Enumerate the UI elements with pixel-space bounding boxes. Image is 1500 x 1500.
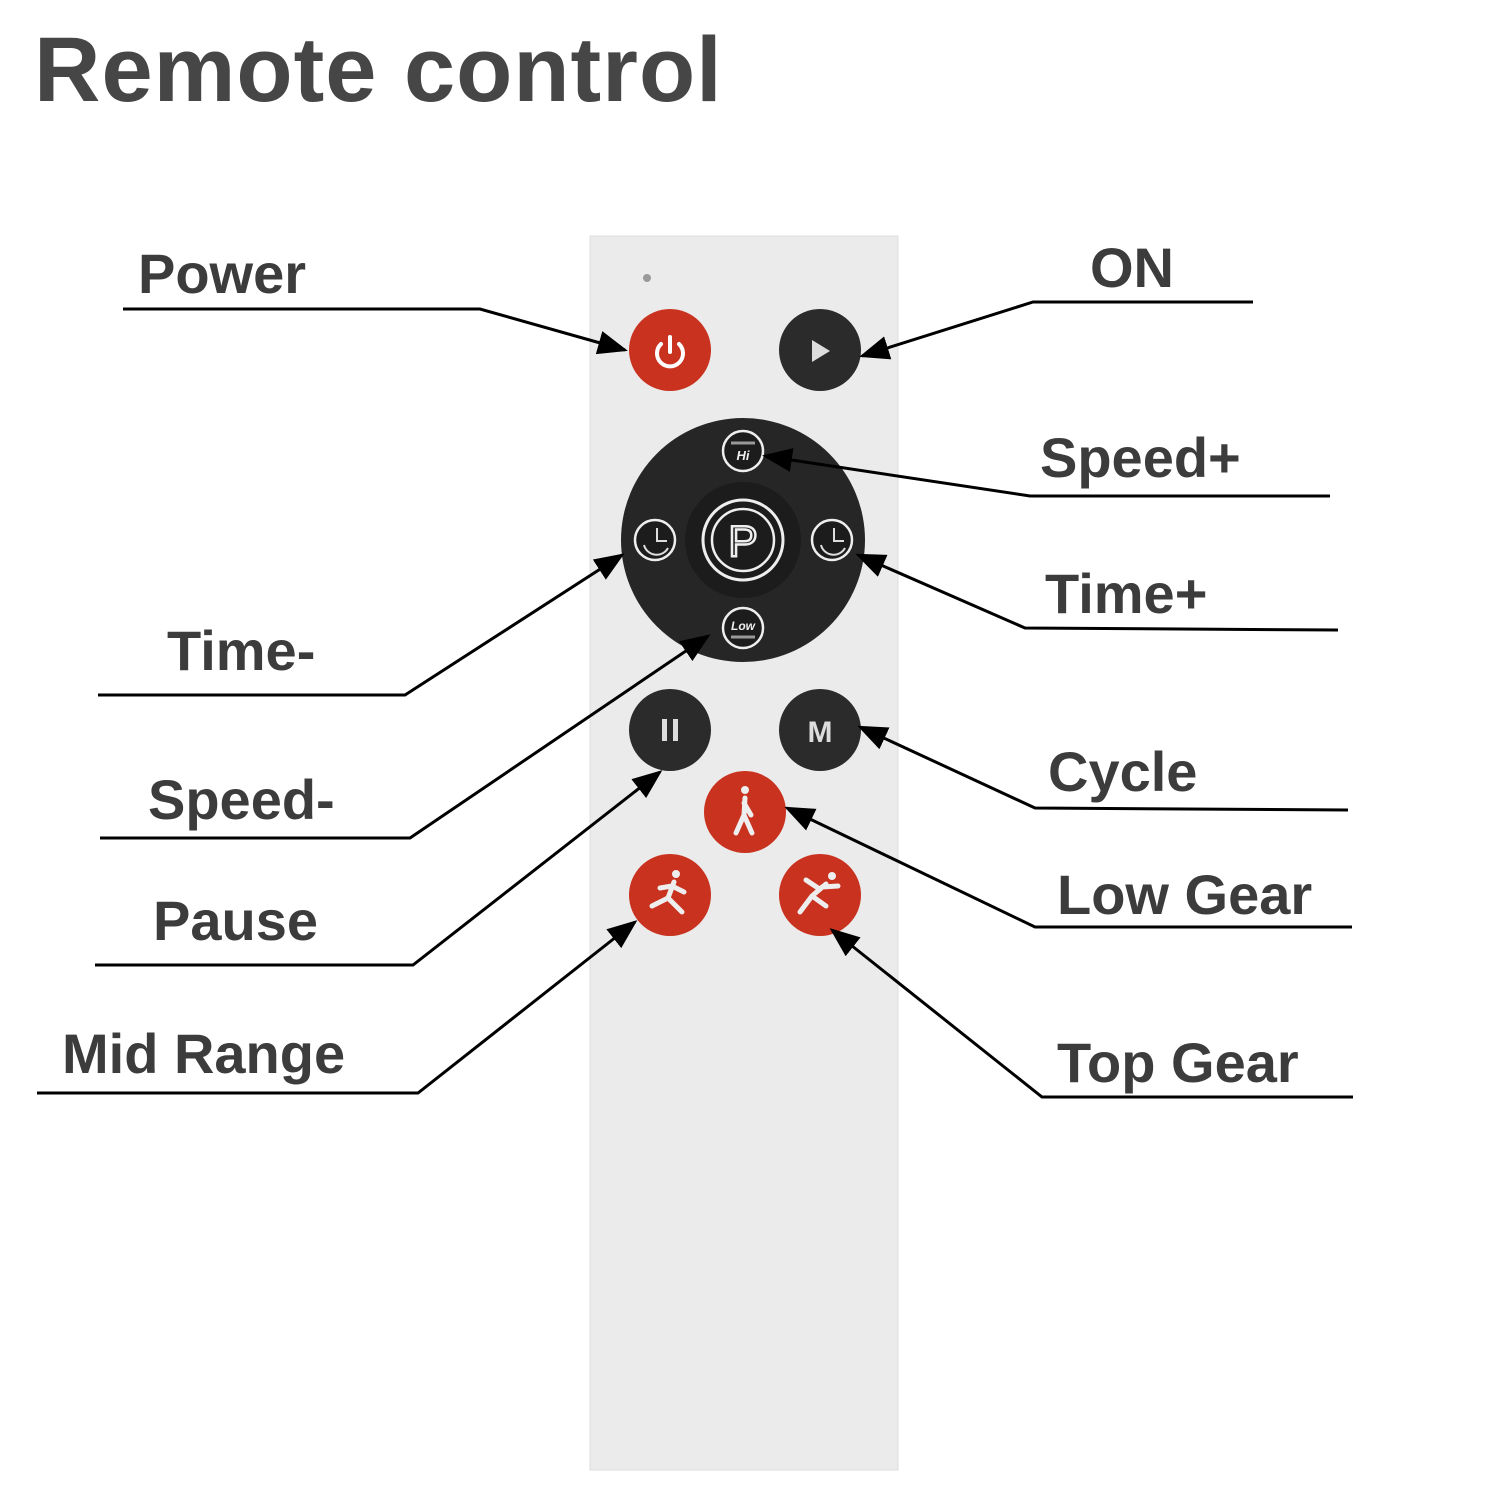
label-power: Power (138, 242, 307, 305)
speed-plus-callout (762, 448, 1330, 498)
label-low-gear: Low Gear (1057, 863, 1313, 926)
power-callout (123, 307, 628, 355)
clock-icon (643, 528, 669, 556)
speed-minus-callout (100, 634, 711, 840)
pause-icon (662, 719, 678, 741)
top-gear-button[interactable] (779, 854, 861, 936)
label-speed-minus: Speed- (148, 768, 335, 831)
label-on: ON (1090, 236, 1174, 299)
top-gear-callout (829, 928, 1353, 1099)
time-minus-callout (98, 553, 625, 697)
label-speed-plus: Speed+ (1040, 426, 1241, 489)
low-gear-button[interactable] (704, 771, 786, 853)
center-p-button[interactable]: P (701, 498, 785, 582)
pause-button[interactable] (629, 689, 711, 771)
led-indicator (643, 274, 651, 282)
pause-callout (95, 770, 663, 967)
cycle-callout (857, 725, 1349, 812)
mid-range-callout (37, 920, 638, 1095)
center-p-label: P (728, 517, 757, 566)
time-plus-button[interactable] (810, 518, 854, 562)
power-icon (655, 335, 685, 369)
label-cycle: Cycle (1048, 740, 1198, 803)
on-button[interactable] (779, 309, 861, 391)
label-time-plus: Time+ (1045, 562, 1208, 625)
play-icon (812, 340, 830, 362)
speed-down-button[interactable]: Low (721, 606, 765, 650)
sprinting-person-icon (797, 872, 841, 915)
page-title: Remote control (34, 19, 723, 121)
cycle-button-label: M (808, 716, 833, 749)
label-mid-range: Mid Range (62, 1022, 346, 1085)
time-minus-button[interactable] (633, 518, 677, 562)
speed-up-button[interactable]: Hi (721, 429, 765, 473)
clock-icon (820, 528, 846, 556)
mid-range-button[interactable] (629, 854, 711, 936)
speed-down-label: Low (731, 619, 756, 633)
label-pause: Pause (153, 889, 318, 952)
low-gear-callout (784, 806, 1352, 929)
running-person-icon (649, 870, 687, 915)
power-button[interactable] (629, 309, 711, 391)
on-callout (859, 300, 1253, 360)
speed-up-label: Hi (737, 448, 750, 463)
label-top-gear: Top Gear (1057, 1031, 1299, 1094)
time-plus-callout (855, 553, 1339, 632)
label-time-minus: Time- (167, 619, 316, 682)
cycle-button[interactable]: M (779, 689, 861, 771)
walking-person-icon (733, 786, 755, 836)
